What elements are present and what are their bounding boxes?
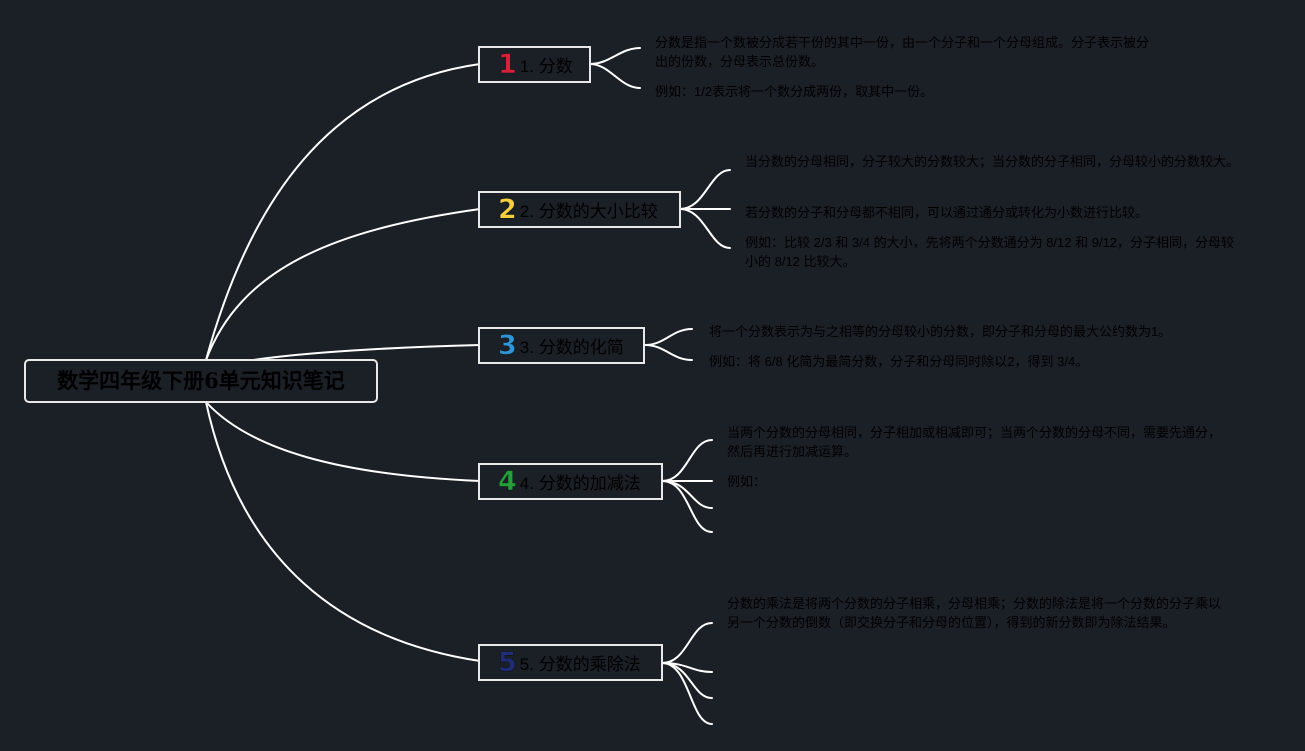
number-2-icon: 2 (498, 194, 517, 225)
topic-label: 5. 分数的乘除法 (519, 655, 641, 674)
note-4-1: 当两个分数的分母相同，分子相加或相减即可；当两个分数的分母不同，需要先通分，然后… (727, 425, 1222, 459)
link-t2-n3 (679, 208, 731, 249)
topic-label: 3. 分数的化简 (519, 338, 624, 357)
topic-label: 4. 分数的加减法 (519, 474, 641, 493)
note-3-1: 将一个分数表示为与之相等的分母较小的分数，即分子和分母的最大公约数为1。 (709, 324, 1172, 339)
note-2-1: 当分数的分母相同，分子较大的分数较大；当分数的分子相同，分母较小的分数较大。 (745, 154, 1240, 169)
note-1-2: 例如：1/2表示将一个数分成两份，取其中一份。 (655, 84, 934, 99)
link-t3-n2 (644, 344, 693, 361)
number-5-icon: 5 (498, 647, 517, 678)
note-5-1: 分数的乘法是将两个分数的分子相乘，分母相乘；分数的除法是将一个分数的分子乘以另一… (727, 596, 1222, 630)
link-t4-n4 (661, 480, 713, 533)
link-t5-n1 (661, 622, 713, 664)
topic-node-5[interactable]: 5 5. 分数的乘除法 (478, 644, 663, 681)
link-t2-n1 (679, 169, 731, 210)
link-root-topic-1 (205, 63, 481, 361)
topic-node-2[interactable]: 2 2. 分数的大小比较 (478, 191, 681, 228)
link-root-topic-3 (239, 344, 481, 363)
link-root-topic-5 (205, 401, 481, 662)
link-t3-n1 (644, 328, 693, 346)
topic-label: 2. 分数的大小比较 (519, 202, 658, 221)
number-1-icon: 1 (498, 49, 517, 80)
link-t1-n1 (589, 47, 641, 65)
topic-label: 1. 分数 (519, 57, 573, 76)
topic-node-4[interactable]: 4 4. 分数的加减法 (478, 463, 663, 500)
link-t5-n3 (661, 662, 713, 699)
link-root-topic-2 (205, 208, 481, 361)
note-2-3: 例如：比较 2/3 和 3/4 的大小，先将两个分数通分为 8/12 和 9/1… (745, 235, 1235, 269)
root-node[interactable]: 数学四年级下册6单元知识笔记 (24, 359, 378, 403)
note-4-2: 例如： (727, 474, 767, 489)
root-title: 数学四年级下册6单元知识笔记 (57, 368, 345, 393)
topic-node-3[interactable]: 3 3. 分数的化简 (478, 327, 645, 364)
note-3-2: 例如：将 6/8 化简为最简分数，分子和分母同时除以2，得到 3/4。 (709, 354, 1089, 369)
link-t4-n1 (661, 439, 713, 482)
number-3-icon: 3 (498, 330, 517, 361)
link-t1-n2 (589, 63, 641, 89)
note-1-1: 分数是指一个数被分成若干份的其中一份，由一个分子和一个分母组成。分子表示被分出的… (655, 35, 1150, 69)
number-4-icon: 4 (498, 466, 517, 497)
link-t5-n4 (661, 662, 713, 725)
link-root-topic-4 (205, 401, 481, 482)
topic-node-1[interactable]: 1 1. 分数 (478, 46, 591, 83)
note-2-2: 若分数的分子和分母都不相同，可以通过通分或转化为小数进行比较。 (745, 205, 1149, 220)
